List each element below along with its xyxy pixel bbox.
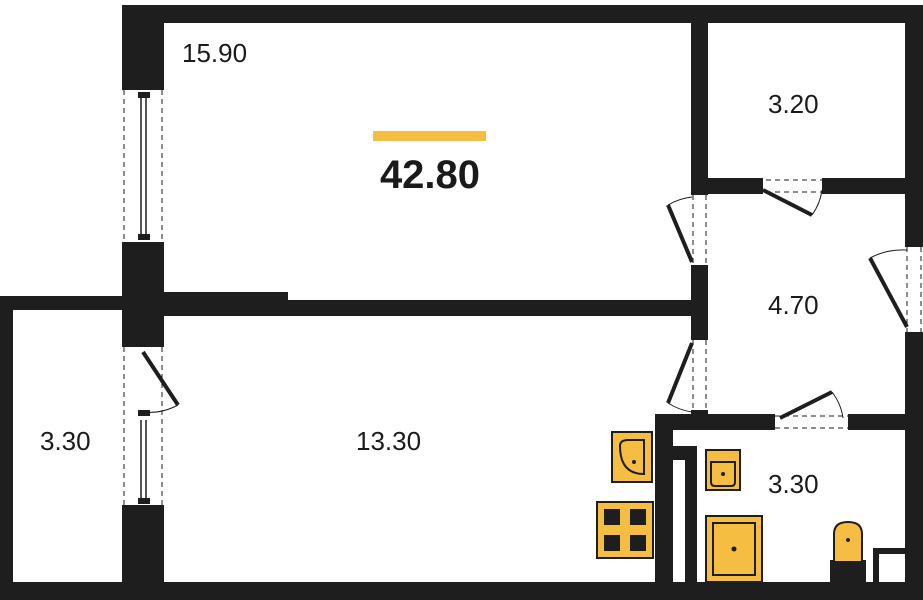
doors (666, 178, 922, 429)
wall-top (122, 5, 923, 23)
wall-bath-stub (673, 446, 685, 460)
door-bathroom (775, 390, 848, 429)
room-area-main-room: 15.90 (182, 38, 247, 68)
window-main-room (123, 90, 163, 242)
door-storage (757, 178, 828, 217)
door-living (666, 340, 707, 413)
wall-storage-left (691, 178, 757, 194)
wall-bath-top-left (655, 414, 775, 430)
toilet-icon (830, 520, 866, 582)
wall-left-3 (122, 505, 164, 600)
wall-bath-niche (873, 548, 905, 554)
room-area-hall: 4.70 (768, 290, 819, 320)
total-area: 42.80 (380, 153, 480, 197)
balcony-wall-top (0, 296, 124, 310)
wall-mid (160, 300, 705, 316)
stove-icon (596, 501, 654, 559)
room-area-storage: 3.20 (768, 89, 819, 119)
wall-bath-niche-side (873, 548, 879, 582)
windows (123, 90, 180, 505)
door-right (868, 247, 922, 332)
room-area-bathroom: 3.30 (768, 469, 819, 499)
wall-left-1 (122, 5, 164, 90)
wall-vertical-1 (691, 5, 708, 195)
balcony-door (123, 347, 180, 505)
shower-icon (705, 515, 763, 583)
total-area-accent-bar (373, 131, 486, 141)
door-main-room (666, 195, 707, 265)
fixtures (596, 431, 866, 583)
kitchen-sink-icon (611, 431, 653, 483)
wall-left-2 (122, 242, 164, 347)
wall-right-lower (905, 332, 923, 600)
washbasin-icon (705, 449, 741, 491)
wall-storage-right (828, 178, 923, 194)
wall-bath-top-right (848, 414, 923, 430)
wall-vertical-2 (691, 265, 708, 340)
room-area-balcony: 3.30 (40, 426, 91, 456)
wall-bath-left (655, 414, 673, 600)
walls (0, 5, 923, 600)
room-area-living: 13.30 (356, 426, 421, 456)
balcony-wall-left (0, 296, 13, 600)
wall-right-upper (905, 5, 923, 247)
wall-bath-shaft (685, 446, 697, 600)
